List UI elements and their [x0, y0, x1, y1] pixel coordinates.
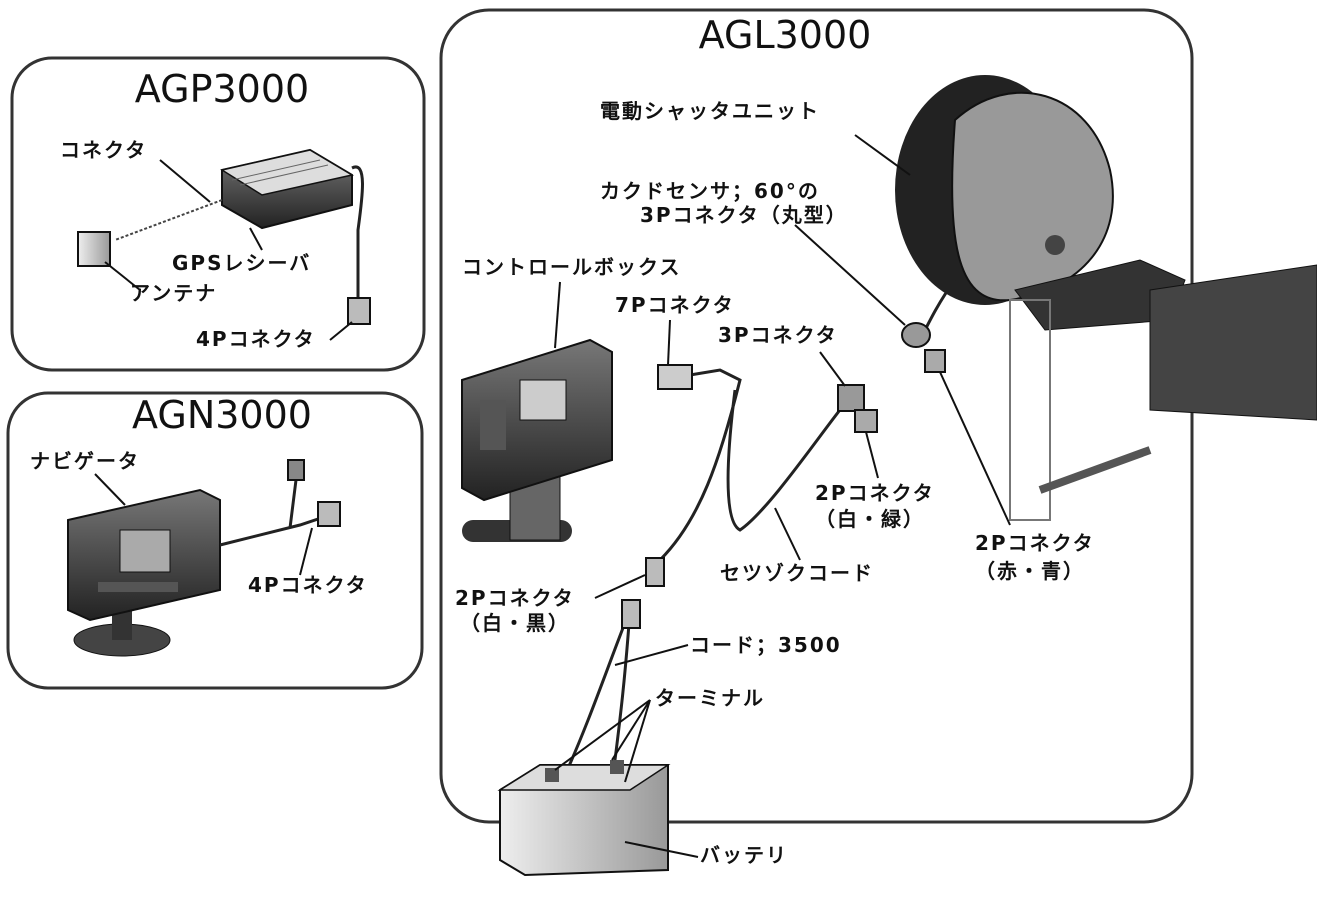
- agn-4p-connector-part: [317, 501, 341, 527]
- shutter-unit-illustration: [895, 75, 1114, 305]
- cable-battery-2: [613, 609, 632, 761]
- antenna-illustration: [77, 231, 111, 267]
- cable-7p: [658, 368, 742, 562]
- battery-leader: [624, 841, 699, 858]
- navigator-illustration: [67, 488, 221, 657]
- agn-navigator-leader: [94, 473, 126, 506]
- p3-connector-leader: [819, 351, 846, 387]
- p7-connector-leader: [667, 319, 671, 366]
- cord-3500-label: コード；3500: [690, 633, 842, 657]
- cord-3500-leader: [614, 644, 689, 666]
- terminal-label: ターミナル: [655, 686, 765, 710]
- p7-connector-label: 7Pコネクタ: [615, 293, 735, 317]
- connection-cord-leader: [774, 507, 801, 561]
- p2-red-blue-label-2: （赤・青）: [975, 559, 1085, 583]
- agp-4p-connector-part: [347, 297, 371, 325]
- p2-white-black-label-2: （白・黒）: [460, 611, 570, 635]
- battery-label: バッテリ: [700, 843, 788, 867]
- battery-illustration: [497, 760, 671, 877]
- agp-panel-title: AGP3000: [135, 67, 309, 111]
- p2-white-green-label-1: 2Pコネクタ: [815, 481, 935, 505]
- p2-white-black-part-2: [621, 599, 641, 629]
- cable-3p: [726, 389, 850, 532]
- p2-white-green-leader: [865, 431, 879, 479]
- p2-white-black-label-1: 2Pコネクタ: [455, 586, 575, 610]
- agp-antenna-label: アンテナ: [130, 281, 217, 305]
- agp-4p-connector-label: 4Pコネクタ: [196, 327, 316, 351]
- agp-4p-connector-leader: [329, 321, 353, 341]
- gps-receiver-illustration: [220, 148, 355, 230]
- p2-red-blue-part: [924, 349, 946, 373]
- angle-sensor-label-2: 3Pコネクタ（丸型）: [640, 203, 848, 227]
- terminal-leader-1: [554, 699, 651, 771]
- agl-panel-frame: [439, 8, 1194, 824]
- p2-red-blue-leader: [939, 371, 1011, 526]
- agp-gps-receiver-leader: [249, 227, 263, 251]
- agn-panel-title: AGN3000: [132, 393, 312, 437]
- p2-white-green-label-2: （白・緑）: [815, 507, 925, 531]
- p3-connector-label: 3Pコネクタ: [718, 323, 838, 347]
- p2-white-black-part: [645, 557, 665, 587]
- agn-small-connector-part: [287, 459, 305, 481]
- mounting-bracket-illustration: [1009, 259, 1317, 521]
- terminal-leader-2: [611, 699, 651, 761]
- agl-panel-title: AGL3000: [699, 13, 872, 57]
- angle-sensor-leader: [794, 224, 906, 326]
- shutter-unit-leader: [854, 134, 911, 176]
- navigator-cable-2: [288, 479, 298, 529]
- gps-cable: [351, 165, 364, 300]
- navigator-cable: [219, 513, 331, 547]
- angle-sensor-label-1: カクドセンサ；60°の: [600, 179, 820, 203]
- agn-panel-frame: [6, 391, 424, 690]
- p2-white-green-part: [854, 409, 878, 433]
- agn-navigator-label: ナビゲータ: [30, 449, 140, 473]
- p2-white-black-leader: [594, 574, 646, 599]
- shutter-unit-label: 電動シャッタユニット: [600, 99, 820, 123]
- cable-battery: [563, 609, 632, 776]
- angle-sensor-connector-part: [901, 322, 931, 348]
- terminal-leader-3: [624, 699, 651, 783]
- agn-4p-connector-label: 4Pコネクタ: [248, 573, 368, 597]
- p3-connector-part: [837, 384, 865, 412]
- connection-cord-label: セツゾクコード: [720, 561, 874, 585]
- agp-panel-frame: [10, 56, 426, 372]
- control-box-illustration: [461, 338, 613, 542]
- agn-4p-connector-leader: [299, 527, 313, 576]
- p2-red-blue-label-1: 2Pコネクタ: [975, 531, 1095, 555]
- control-box-leader: [554, 281, 561, 349]
- agp-connector-leader: [159, 159, 211, 203]
- control-box-label: コントロールボックス: [462, 255, 681, 279]
- agp-antenna-leader: [104, 261, 141, 291]
- agp-connector-label: コネクタ: [60, 138, 147, 162]
- antenna-cable: [114, 199, 223, 241]
- p7-connector-part: [657, 364, 693, 390]
- agp-gps-receiver-label: GPSレシーバ: [172, 251, 311, 275]
